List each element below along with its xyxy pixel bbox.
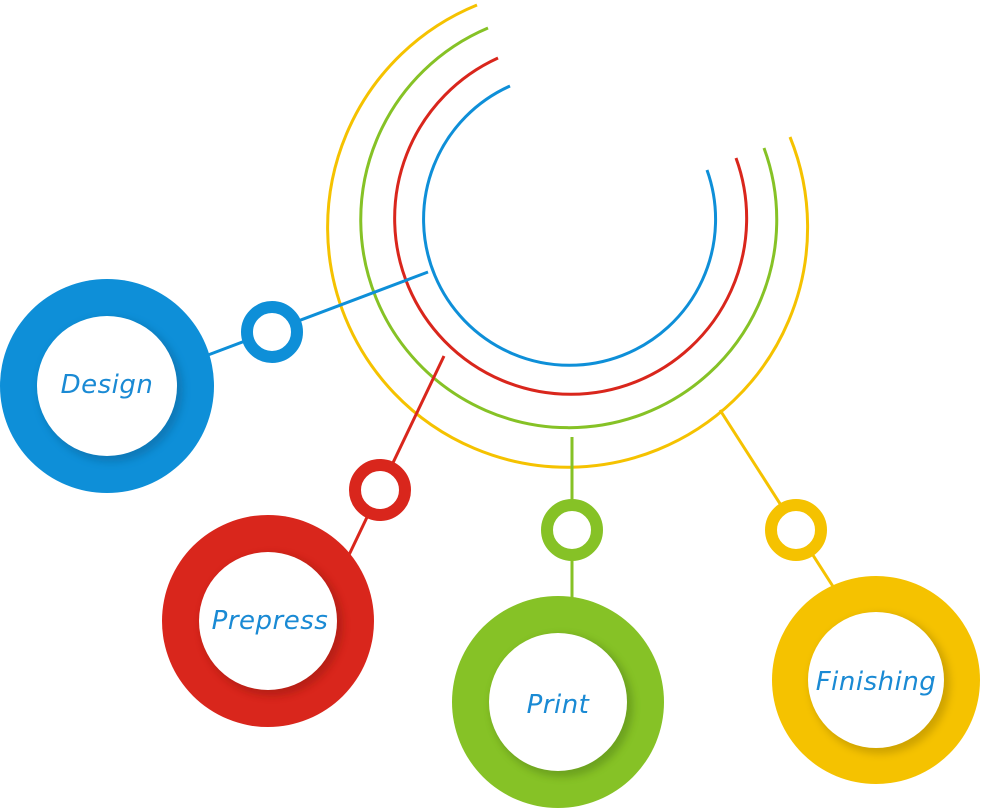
node-rings	[241, 301, 827, 561]
yellow-arc	[326, 3, 810, 469]
blue-arc	[422, 84, 718, 367]
print-ring-center	[489, 633, 627, 771]
finishing-label: Finishing	[816, 667, 937, 697]
prepress-connector	[346, 355, 446, 558]
concentric-arcs	[326, 3, 810, 469]
stage-finishing: Finishing	[772, 576, 980, 784]
stage-prepress: Prepress	[162, 515, 374, 727]
green-arc	[359, 26, 779, 430]
design-node-ring	[241, 301, 303, 363]
prepress-ring-center	[199, 552, 337, 690]
red-arc	[393, 56, 749, 396]
print-label: Print	[527, 690, 590, 720]
design-label: Design	[61, 370, 154, 400]
design-ring-center	[37, 316, 177, 456]
prepress-label: Prepress	[212, 606, 329, 636]
finishing-ring-center	[808, 612, 944, 748]
prepress-node-ring	[349, 459, 411, 521]
stage-design: Design	[0, 279, 214, 493]
print-node-ring	[541, 499, 603, 561]
stage-print: Print	[452, 596, 664, 808]
finishing-connector	[718, 409, 836, 589]
finishing-node-ring	[765, 499, 827, 561]
design-connector	[207, 270, 429, 357]
